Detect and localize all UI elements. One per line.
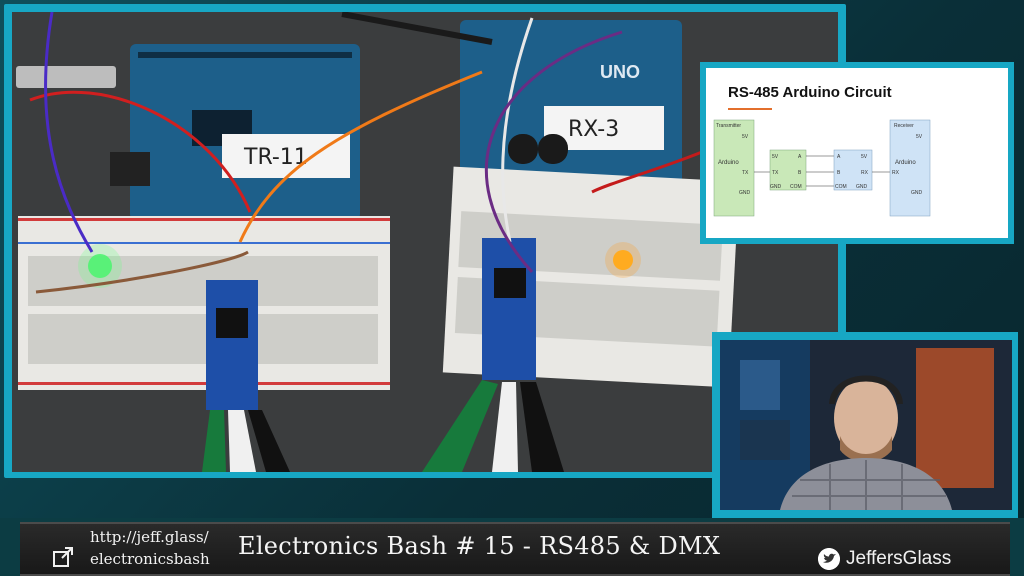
rx-gnd-label: GND: [911, 190, 923, 196]
tx-5v-label: 5V: [742, 134, 749, 140]
slide-title-underline: [728, 108, 772, 110]
led-green: [88, 254, 112, 278]
webcam-view: [720, 340, 1012, 510]
rs485-module-right: [482, 238, 536, 380]
presenter-face: [834, 378, 898, 458]
xcvr-right-a: A: [837, 154, 841, 160]
xcvr-left-tx: TX: [772, 170, 779, 176]
social-handle[interactable]: JeffersGlass: [846, 548, 952, 569]
transmitter-label: Transmitter: [716, 123, 741, 129]
rs485-circuit-diagram: Transmitter Arduino 5V TX GND 5V TX GND …: [713, 119, 931, 217]
xcvr-right-com: COM: [835, 184, 847, 190]
transmitter-box: [713, 119, 755, 217]
tape-label-right-text: RX-3: [568, 117, 619, 142]
transceiver-right: [833, 149, 873, 191]
led-orange: [613, 250, 633, 270]
rx-rx-label: RX: [892, 170, 900, 176]
transceiver-left: [769, 149, 807, 191]
tx-tx-label: TX: [742, 170, 749, 176]
show-title: Electronics Bash # 15 - RS485 & DMX: [238, 532, 721, 560]
rs485-module-left: [206, 280, 258, 410]
xcvr-right-gnd: GND: [856, 184, 868, 190]
xcvr-right-rx: RX: [861, 170, 869, 176]
rx-5v-label: 5V: [916, 134, 923, 140]
headset: [829, 375, 903, 405]
rx-arduino-label: Arduino: [895, 160, 916, 166]
xcvr-right-5v: 5V: [861, 154, 868, 160]
xcvr-right-b: B: [837, 170, 841, 176]
slide-title: RS-485 Arduino Circuit: [728, 84, 892, 101]
lower-third-strip: [20, 522, 1010, 576]
website-url-line2[interactable]: electronicsbash: [90, 550, 210, 568]
receiver-label: Receiver: [894, 123, 914, 129]
webcam-scene: [720, 340, 1012, 510]
tape-label-left: [222, 134, 350, 178]
receiver-box: [889, 119, 931, 217]
slide-panel: RS-485 Arduino Circuit Transmitter Ardui…: [706, 68, 1008, 238]
board-brand-text: UNO: [600, 62, 640, 82]
xcvr-left-gnd: GND: [770, 184, 782, 190]
website-url-line1[interactable]: http://jeff.glass/: [90, 528, 209, 546]
tx-arduino-label: Arduino: [718, 160, 739, 166]
xcvr-left-a: A: [798, 154, 802, 160]
twitter-icon[interactable]: [818, 548, 840, 570]
tx-gnd-label: GND: [739, 190, 751, 196]
external-link-icon[interactable]: [52, 546, 74, 568]
xcvr-left-com: COM: [790, 184, 802, 190]
xcvr-left-5v: 5V: [772, 154, 779, 160]
xcvr-left-b: B: [798, 170, 802, 176]
tape-label-left-text: TR-11: [243, 145, 308, 170]
